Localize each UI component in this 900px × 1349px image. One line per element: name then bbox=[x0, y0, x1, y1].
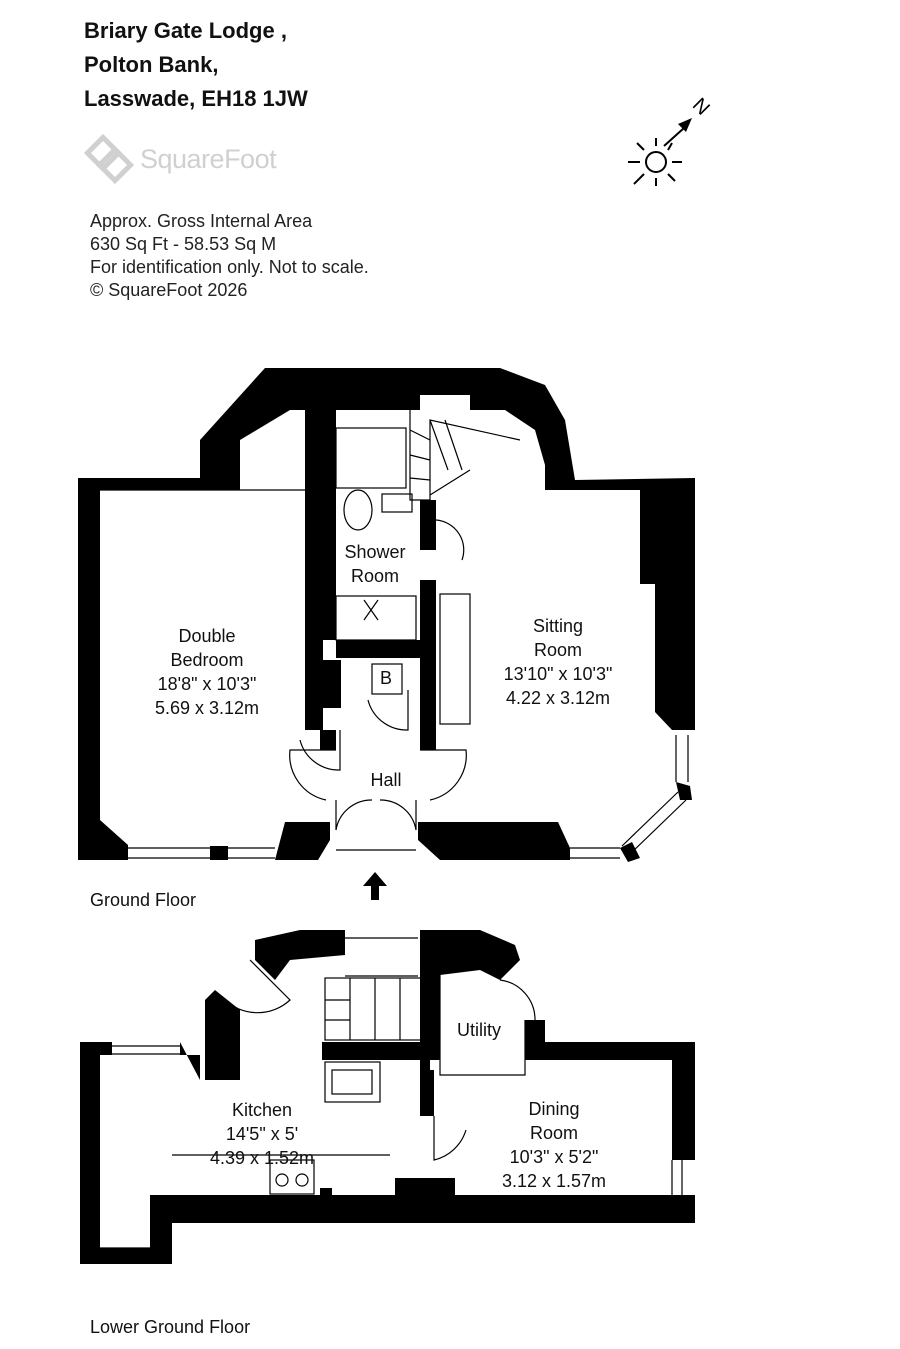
room-dining: Dining Room 10'3" x 5'2" 3.12 x 1.57m bbox=[502, 1097, 606, 1193]
lower-south-stub bbox=[80, 1248, 172, 1264]
lower-nw-wall bbox=[255, 930, 345, 980]
dining-south-stub bbox=[395, 1178, 455, 1198]
logo-diamond-icon bbox=[83, 133, 135, 185]
shower-east-wall-top bbox=[420, 500, 436, 550]
kitchen-name: Kitchen bbox=[231, 1100, 293, 1120]
ground-floor-walls bbox=[78, 368, 695, 862]
room-boiler: B bbox=[379, 668, 393, 688]
address-line-1: Briary Gate Lodge , bbox=[84, 18, 287, 43]
sitting-name-1: Sitting bbox=[532, 616, 584, 636]
lower-floor-fixtures bbox=[100, 937, 683, 1249]
shower-name-2: Room bbox=[350, 566, 399, 586]
lower-south-wall bbox=[150, 1195, 695, 1223]
hall-pillar bbox=[305, 660, 341, 708]
floor-label-ground: Ground Floor bbox=[90, 890, 197, 910]
floor-label-lower: Lower Ground Floor bbox=[90, 1317, 251, 1337]
area-info: Approx. Gross Internal Area 630 Sq Ft - … bbox=[90, 210, 369, 302]
room-hall: Hall bbox=[370, 770, 402, 790]
shower-west-wall bbox=[320, 410, 336, 640]
boiler-north-wall bbox=[336, 640, 436, 658]
room-kitchen: Kitchen 14'5" x 5' 4.39 x 1.52m bbox=[210, 1098, 314, 1170]
address-line-3: Lasswade, EH18 1JW bbox=[84, 86, 308, 111]
bedroom-dim-metric: 5.69 x 3.12m bbox=[154, 698, 260, 718]
dining-west-wall bbox=[420, 1070, 434, 1116]
window-mullion bbox=[210, 846, 228, 860]
sitting-dim-imperial: 13'10" x 10'3" bbox=[503, 664, 613, 684]
kitchen-south-stub bbox=[320, 1188, 332, 1198]
room-utility: Utility bbox=[457, 1020, 501, 1040]
sitting-name-2: Room bbox=[533, 640, 583, 660]
area-line-4: © SquareFoot 2026 bbox=[90, 280, 248, 300]
squarefoot-logo: SquareFoot bbox=[82, 132, 302, 188]
lower-floor-walls bbox=[80, 930, 695, 1264]
hall-sw-wall bbox=[275, 822, 330, 860]
kitchen-north-pillar bbox=[180, 990, 240, 1080]
bay-sw-corner bbox=[620, 842, 640, 862]
area-line-1: Approx. Gross Internal Area bbox=[90, 211, 313, 231]
bedroom-dim-imperial: 18'8" x 10'3" bbox=[157, 674, 257, 694]
logo-text: SquareFoot bbox=[140, 144, 277, 174]
room-shower: Shower Room bbox=[344, 540, 405, 588]
hall-se-wall bbox=[418, 822, 570, 860]
lower-ne-wall bbox=[420, 930, 520, 1080]
bedroom-name-1: Double bbox=[178, 626, 236, 646]
entrance-arrow-icon bbox=[363, 872, 387, 900]
bedroom-name-2: Bedroom bbox=[170, 650, 244, 670]
area-line-3: For identification only. Not to scale. bbox=[90, 257, 369, 277]
dining-dim-imperial: 10'3" x 5'2" bbox=[509, 1147, 599, 1167]
address-line-2: Polton Bank, bbox=[84, 52, 219, 77]
hall-west-stub bbox=[320, 730, 336, 750]
room-sitting: Sitting Room 13'10" x 10'3" 4.22 x 3.12m bbox=[504, 614, 613, 710]
lower-sw-step bbox=[150, 1195, 172, 1263]
room-bedroom: Double Bedroom 18'8" x 10'3" 5.69 x 3.12… bbox=[155, 624, 259, 720]
ground-floor-fixtures bbox=[100, 410, 689, 859]
dining-name-1: Dining bbox=[528, 1099, 580, 1119]
lower-west-wall bbox=[80, 1042, 112, 1262]
utility-dining-wall bbox=[525, 1020, 695, 1160]
bay-ne-corner bbox=[676, 782, 692, 800]
area-line-2: 630 Sq Ft - 58.53 Sq M bbox=[90, 234, 277, 254]
property-address: Briary Gate Lodge , Polton Bank, Lasswad… bbox=[84, 14, 308, 116]
sitting-dim-metric: 4.22 x 3.12m bbox=[505, 688, 611, 708]
kitchen-dim-imperial: 14'5" x 5' bbox=[225, 1124, 299, 1144]
kitchen-dim-metric: 4.39 x 1.52m bbox=[209, 1148, 315, 1168]
stair-south-wall bbox=[322, 1042, 430, 1060]
dining-name-2: Room bbox=[529, 1123, 578, 1143]
shower-name-1: Shower bbox=[344, 542, 406, 562]
sitting-west-wall bbox=[420, 580, 436, 750]
dining-dim-metric: 3.12 x 1.57m bbox=[501, 1171, 607, 1191]
sun-compass-icon: N bbox=[628, 94, 714, 186]
compass: N bbox=[620, 88, 720, 198]
bedroom-partition-wall bbox=[305, 410, 323, 730]
